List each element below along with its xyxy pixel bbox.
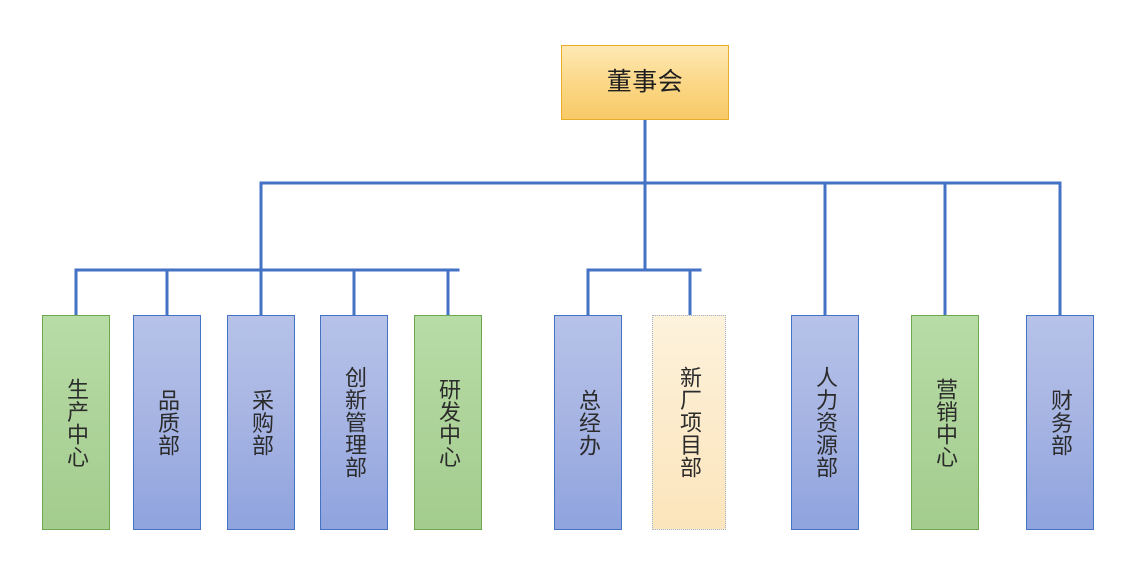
org-node-human-resources-dept[interactable]: 人力资源部 <box>791 315 859 530</box>
org-node-purchasing-dept[interactable]: 采购部 <box>227 315 295 530</box>
org-node-new-plant-project-dept[interactable]: 新厂项目部 <box>652 315 726 530</box>
org-node-label: 营销中心 <box>932 377 958 468</box>
org-node-label: 新厂项目部 <box>676 366 702 479</box>
org-node-label: 生产中心 <box>63 377 89 468</box>
org-node-label: 研发中心 <box>435 377 461 468</box>
org-node-rd-center[interactable]: 研发中心 <box>414 315 482 530</box>
org-node-label: 人力资源部 <box>812 366 838 479</box>
org-node-production-center[interactable]: 生产中心 <box>42 315 110 530</box>
org-node-label: 总经办 <box>575 388 601 457</box>
org-node-label: 采购部 <box>248 388 274 457</box>
org-node-innovation-management-dept[interactable]: 创新管理部 <box>320 315 388 530</box>
org-node-label: 财务部 <box>1047 388 1073 457</box>
org-node-label: 创新管理部 <box>341 366 367 479</box>
org-node-label: 董事会 <box>606 67 684 96</box>
org-node-finance-dept[interactable]: 财务部 <box>1026 315 1094 530</box>
org-node-board[interactable]: 董事会 <box>561 45 729 120</box>
org-node-general-managers-office[interactable]: 总经办 <box>554 315 622 530</box>
org-node-label: 品质部 <box>154 388 180 457</box>
org-node-marketing-center[interactable]: 营销中心 <box>911 315 979 530</box>
org-node-quality-dept[interactable]: 品质部 <box>133 315 201 530</box>
